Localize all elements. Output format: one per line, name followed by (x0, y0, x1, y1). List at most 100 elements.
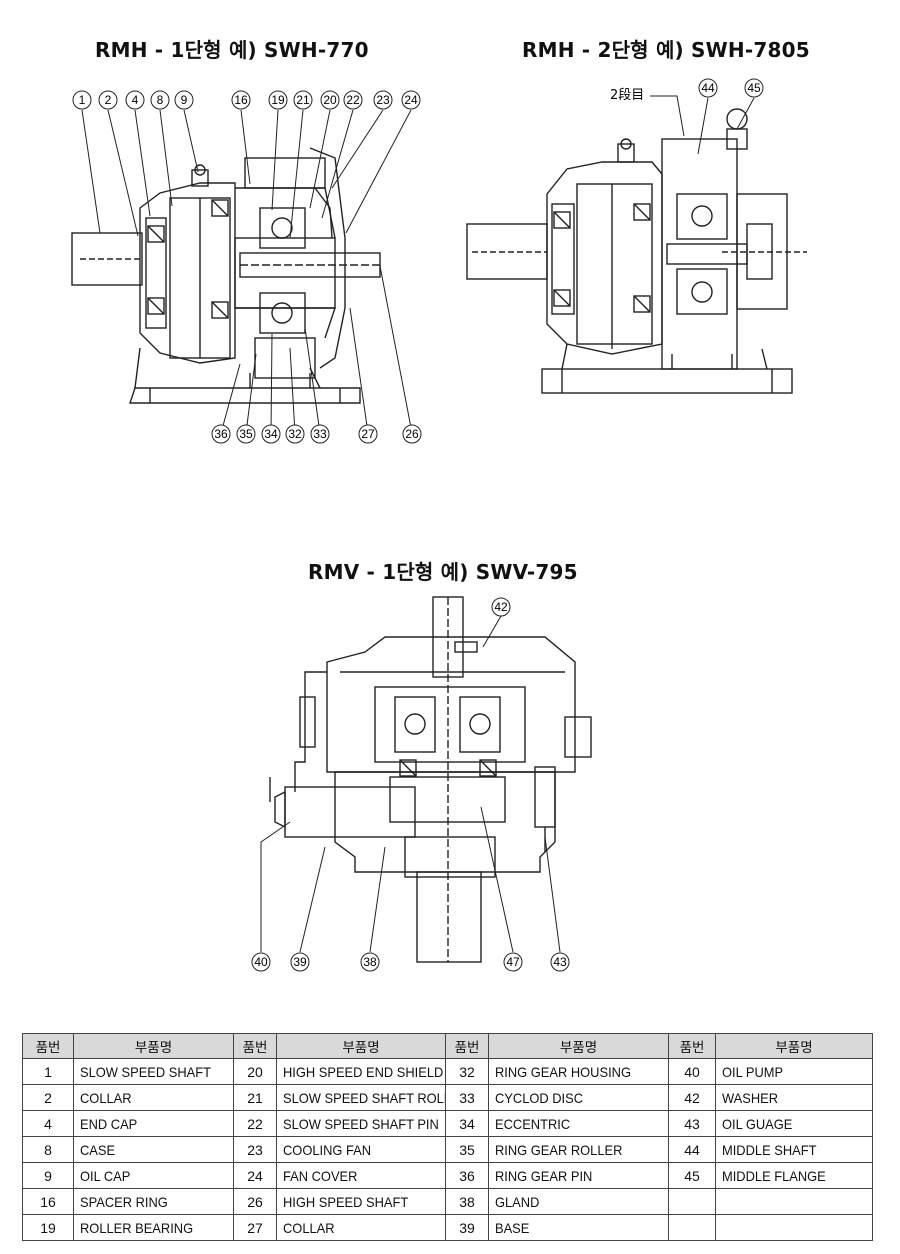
part-name-text: MIDDLE FLANGE (722, 1167, 826, 1184)
diagram-rmh-2-stage: 2段目 44 45 (462, 74, 812, 404)
part-name-cell: COOLING FAN (276, 1136, 446, 1163)
svg-text:26: 26 (405, 427, 419, 441)
callout-33: 33 (310, 424, 330, 444)
stage-2-label: 2段目 (610, 88, 644, 103)
part-name-cell: OIL GUAGE (715, 1110, 873, 1137)
callout-9: 9 (174, 90, 194, 110)
part-name-cell: COLLAR (276, 1214, 446, 1241)
part-name-text: RING GEAR ROLLER (495, 1141, 623, 1158)
part-name-cell (715, 1188, 873, 1215)
part-number-cell: 27 (233, 1214, 277, 1241)
part-name-text: SLOW SPEED SHAFT ROLL (283, 1089, 446, 1106)
part-number-cell: 19 (22, 1214, 74, 1241)
part-name-text: OIL PUMP (722, 1063, 784, 1080)
header-part-no: 품번 (22, 1033, 74, 1059)
part-name-text: CYCLOD DISC (495, 1089, 584, 1106)
part-name-text: SLOW SPEED SHAFT (80, 1063, 211, 1080)
header-part-no: 품번 (445, 1033, 489, 1059)
svg-text:1: 1 (79, 93, 86, 107)
rmv1-drawing: 42 40 39 38 47 43 (251, 596, 592, 972)
part-number-cell: 44 (668, 1136, 716, 1163)
part-number-cell (668, 1188, 716, 1215)
svg-text:23: 23 (376, 93, 390, 107)
part-number-cell: 36 (445, 1162, 489, 1189)
svg-text:43: 43 (553, 955, 567, 969)
svg-text:21: 21 (296, 93, 310, 107)
svg-text:34: 34 (264, 427, 278, 441)
part-number-cell: 9 (22, 1162, 74, 1189)
part-name-cell: SLOW SPEED SHAFT (73, 1058, 234, 1085)
rmh2-callouts: 44 45 (698, 78, 764, 98)
part-number-cell: 43 (668, 1110, 716, 1137)
callout-44: 44 (698, 78, 718, 98)
rmh1-drawing: 1 2 4 8 9 16 19 21 20 22 23 24 36 35 34 … (71, 90, 422, 444)
part-name-text: SLOW SPEED SHAFT PIN (283, 1115, 439, 1132)
svg-text:19: 19 (271, 93, 285, 107)
part-name-cell: SLOW SPEED SHAFT PIN (276, 1110, 446, 1137)
callout-27: 27 (358, 424, 378, 444)
svg-text:36: 36 (214, 427, 228, 441)
svg-text:8: 8 (157, 93, 164, 107)
part-number-cell: 42 (668, 1084, 716, 1111)
callout-42: 42 (491, 597, 511, 617)
svg-text:47: 47 (506, 955, 520, 969)
part-name-text: RING GEAR PIN (495, 1167, 593, 1184)
part-name-cell: MIDDLE SHAFT (715, 1136, 873, 1163)
callout-38: 38 (360, 952, 380, 972)
callout-20: 20 (320, 90, 340, 110)
part-number-cell: 45 (668, 1162, 716, 1189)
part-number-cell: 32 (445, 1058, 489, 1085)
part-number-cell: 26 (233, 1188, 277, 1215)
header-part-name: 부품명 (73, 1033, 234, 1059)
part-number-cell: 16 (22, 1188, 74, 1215)
part-name-text: MIDDLE SHAFT (722, 1141, 817, 1158)
part-name-cell: SPACER RING (73, 1188, 234, 1215)
part-name-text: HIGH SPEED SHAFT (283, 1193, 409, 1210)
svg-text:16: 16 (234, 93, 248, 107)
callout-24: 24 (401, 90, 421, 110)
part-name-cell: RING GEAR HOUSING (488, 1058, 669, 1085)
part-name-text: COLLAR (80, 1089, 132, 1106)
part-name-cell: HIGH SPEED SHAFT (276, 1188, 446, 1215)
part-name-cell: OIL PUMP (715, 1058, 873, 1085)
callout-1: 1 (72, 90, 92, 110)
part-number-cell: 4 (22, 1110, 74, 1137)
title-rmv-1-stage: RMV - 1단형 예) SWV-795 (308, 560, 578, 584)
callout-47: 47 (503, 952, 523, 972)
rmh2-drawing: 2段目 44 45 (466, 78, 807, 394)
callout-26: 26 (402, 424, 422, 444)
part-name-text: GLAND (495, 1193, 540, 1210)
header-part-name: 부품명 (488, 1033, 669, 1059)
part-name-cell: WASHER (715, 1084, 873, 1111)
svg-text:38: 38 (363, 955, 377, 969)
svg-text:22: 22 (346, 93, 360, 107)
rmh1-bottom-callouts: 36 35 34 32 33 27 26 (211, 424, 422, 444)
part-name-text: SPACER RING (80, 1193, 168, 1210)
part-number-cell: 21 (233, 1084, 277, 1111)
part-number-cell: 38 (445, 1188, 489, 1215)
header-part-no: 품번 (668, 1033, 716, 1059)
part-name-text: OIL CAP (80, 1167, 131, 1184)
svg-text:2: 2 (105, 93, 112, 107)
svg-text:4: 4 (132, 93, 139, 107)
table-header-row: 품번 부품명 품번 부품명 품번 부품명 품번 부품명 (22, 1033, 873, 1059)
part-name-text: OIL GUAGE (722, 1115, 793, 1132)
callout-32: 32 (285, 424, 305, 444)
callout-45: 45 (744, 78, 764, 98)
part-name-cell: RING GEAR PIN (488, 1162, 669, 1189)
title-rmh-2-stage: RMH - 2단형 예) SWH-7805 (522, 38, 810, 62)
part-name-cell: END CAP (73, 1110, 234, 1137)
part-number-cell: 39 (445, 1214, 489, 1241)
part-name-text: RING GEAR HOUSING (495, 1063, 631, 1080)
diagram-rmv-1-stage: 42 40 39 38 47 43 (245, 592, 610, 982)
svg-text:20: 20 (323, 93, 337, 107)
part-name-cell: ROLLER BEARING (73, 1214, 234, 1241)
svg-text:42: 42 (494, 600, 508, 614)
callout-40: 40 (251, 952, 271, 972)
part-name-cell: GLAND (488, 1188, 669, 1215)
